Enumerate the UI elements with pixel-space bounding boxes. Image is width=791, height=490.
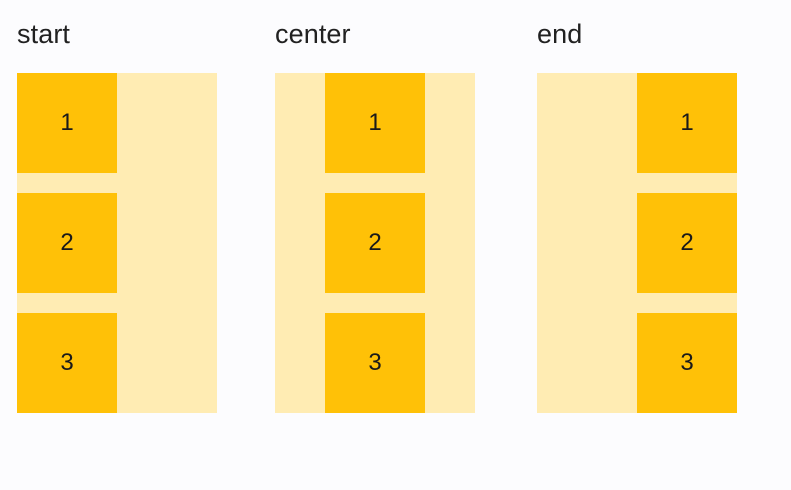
flex-item: 2 <box>637 193 737 293</box>
flex-item: 2 <box>325 193 425 293</box>
column-label-end: end <box>537 19 583 49</box>
flex-item: 3 <box>637 313 737 413</box>
demo-column-start: start 1 2 3 <box>17 17 217 413</box>
column-label-start: start <box>17 19 71 49</box>
demo-column-center: center 1 2 3 <box>275 17 475 413</box>
flex-item: 1 <box>325 73 425 173</box>
flex-item: 3 <box>325 313 425 413</box>
flex-item: 1 <box>637 73 737 173</box>
flex-item: 3 <box>17 313 117 413</box>
demo-column-end: end 1 2 3 <box>537 17 737 413</box>
flex-item: 1 <box>17 73 117 173</box>
flex-container-end: 1 2 3 <box>537 73 737 413</box>
flex-container-center: 1 2 3 <box>275 73 475 413</box>
column-label-center: center <box>275 19 351 49</box>
flex-item: 2 <box>17 193 117 293</box>
flex-container-start: 1 2 3 <box>17 73 217 413</box>
